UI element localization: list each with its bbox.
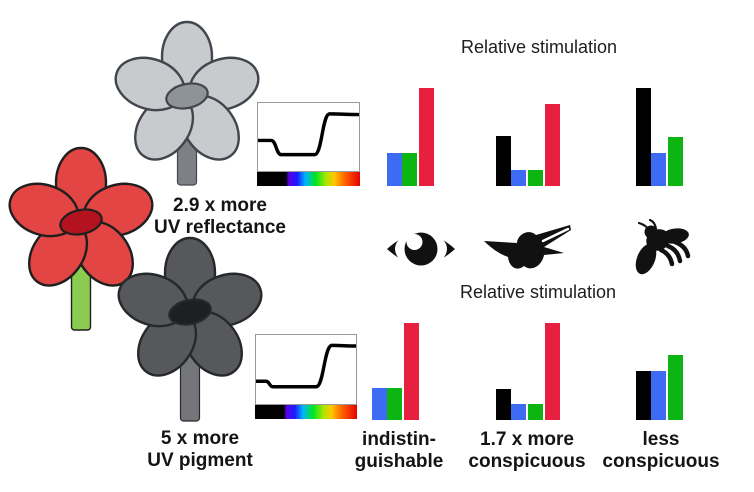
blue-bar <box>387 153 402 186</box>
red-bar <box>545 104 560 186</box>
bar-chart-bee-white-flower <box>636 86 683 186</box>
bar-chart-hummingbird-white-flower <box>496 86 560 186</box>
green-bar <box>528 404 543 420</box>
reflectance-curve <box>258 112 359 157</box>
uv-bar <box>496 136 511 186</box>
bar-chart-bee-dark-flower <box>636 320 683 420</box>
wavelength-color-bar <box>255 405 357 419</box>
bar-chart-human-dark-flower <box>372 320 419 420</box>
uv-dark-flower-center <box>168 298 212 326</box>
uv-dark-flower-label-line2: UV pigment <box>147 450 253 471</box>
white-flower-center <box>165 82 209 110</box>
blue-bar <box>651 371 666 420</box>
uv-dark-flower-illustration <box>117 236 263 422</box>
outcome-human-line1: indistin- <box>362 429 436 450</box>
reflectance-spectrum-white-flower <box>257 102 360 186</box>
spectrum-plot-area <box>255 334 357 405</box>
green-bar <box>668 137 683 186</box>
outcome-bee-line2: conspicuous <box>602 451 720 472</box>
uv-dark-flower-label-line1: 5 x more <box>160 428 240 449</box>
blue-bar <box>372 388 387 420</box>
red-bar <box>545 323 560 420</box>
uv-dark-flower-label: 5 x more UV pigment <box>105 428 295 472</box>
relative-stimulation-header-bottom: Relative stimulation <box>459 282 617 302</box>
bar-chart-human-white-flower <box>387 86 434 186</box>
bar-chart-hummingbird-dark-flower <box>496 320 560 420</box>
uv-bar <box>636 371 651 420</box>
reflectance-spectrum-dark-flower <box>255 334 357 419</box>
reflectance-curve <box>256 343 356 389</box>
outcome-bee-line1: less <box>642 429 680 450</box>
green-bar <box>402 153 417 186</box>
relative-stimulation-header-top: Relative stimulation <box>460 37 618 57</box>
uv-bar <box>496 389 511 420</box>
red-flower-illustration <box>8 146 154 331</box>
white-flower-label-line2: UV reflectance <box>153 217 286 238</box>
outcome-hummingbird-line1: 1.7 x more <box>480 429 574 450</box>
spectrum-plot-area <box>257 102 360 172</box>
wavelength-color-bar <box>257 172 360 186</box>
green-bar <box>668 355 683 420</box>
white-flower-label-line1: 2.9 x more <box>173 195 267 216</box>
outcome-human-line2: guishable <box>354 451 444 472</box>
uv-bar <box>636 88 651 186</box>
blue-bar <box>511 170 526 186</box>
red-flower-center <box>59 208 103 236</box>
red-bar <box>419 88 434 186</box>
uv-dark-flower-petals <box>117 236 263 377</box>
green-bar <box>387 388 402 420</box>
bee-icon <box>630 219 692 283</box>
white-flower-illustration <box>114 20 260 186</box>
hummingbird-icon <box>483 221 571 279</box>
blue-bar <box>511 404 526 420</box>
outcome-hummingbird: 1.7 x more conspicuous <box>439 429 615 473</box>
green-bar <box>528 170 543 186</box>
red-bar <box>404 323 419 420</box>
outcome-bee: less conspicuous <box>573 429 749 473</box>
outcome-hummingbird-line2: conspicuous <box>468 451 586 472</box>
white-flower-label: 2.9 x more UV reflectance <box>125 195 315 239</box>
outcome-human: indistin- guishable <box>311 429 487 473</box>
blue-bar <box>651 153 666 186</box>
eye-icon <box>385 224 457 274</box>
